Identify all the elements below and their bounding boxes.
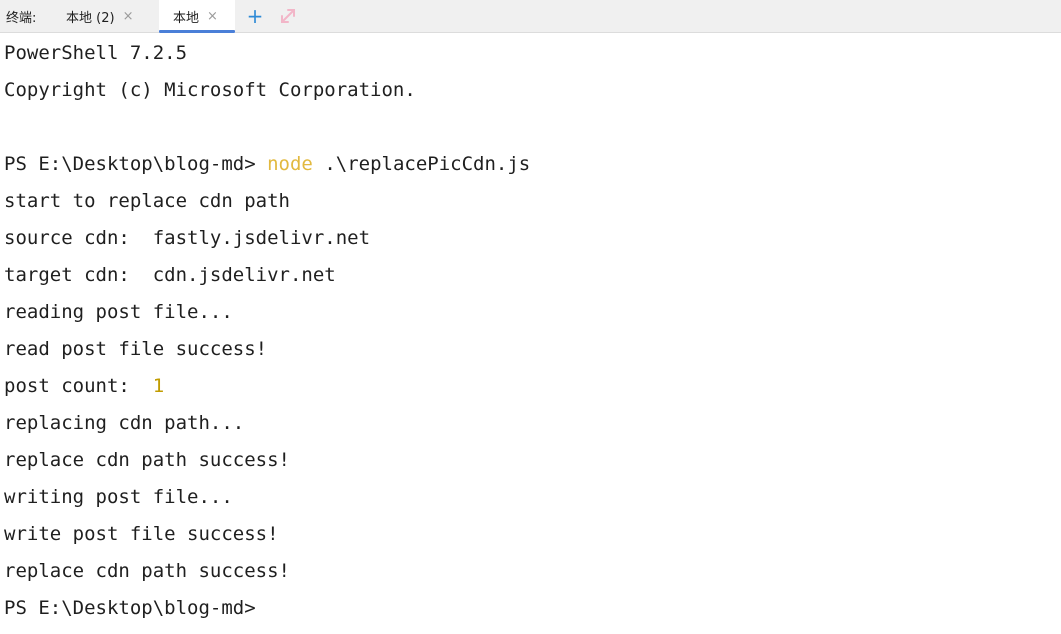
terminal-line: post count: 1 bbox=[4, 373, 1054, 410]
tab-local-2[interactable]: 本地 (2) × bbox=[60, 0, 156, 33]
prompt: PS E:\Desktop\blog-md> bbox=[4, 153, 268, 175]
terminal-line: start to replace cdn path bbox=[4, 190, 290, 212]
terminal-line: replace cdn path success! bbox=[4, 560, 290, 582]
tab-local[interactable]: 本地 × bbox=[159, 0, 235, 33]
terminal-tab-bar: 终端: 本地 (2) × 本地 × + bbox=[0, 0, 1061, 33]
post-count-value: 1 bbox=[152, 375, 165, 397]
terminal-line: read post file success! bbox=[4, 338, 268, 360]
tab-label: 本地 (2) bbox=[66, 11, 115, 26]
terminal-command-line: PS E:\Desktop\blog-md> node .\replacePic… bbox=[4, 151, 1054, 188]
terminal-line bbox=[4, 114, 1054, 151]
terminal-line: reading post file... bbox=[4, 301, 233, 323]
terminal-line: write post file success! bbox=[4, 523, 279, 545]
terminal-label: 终端: bbox=[6, 11, 37, 26]
split-view-icon[interactable] bbox=[278, 6, 298, 26]
terminal-prompt-line[interactable]: PS E:\Desktop\blog-md> bbox=[4, 597, 256, 619]
terminal-line: target cdn: cdn.jsdelivr.net bbox=[4, 264, 336, 286]
terminal-line: writing post file... bbox=[4, 486, 233, 508]
terminal-output[interactable]: PowerShell 7.2.5 Copyright (c) Microsoft… bbox=[4, 40, 1054, 632]
tab-label: 本地 bbox=[173, 11, 200, 26]
command-keyword: node bbox=[267, 153, 313, 175]
terminal-line: source cdn: fastly.jsdelivr.net bbox=[4, 227, 371, 249]
post-count-label: post count: bbox=[4, 375, 153, 397]
close-icon[interactable]: × bbox=[122, 9, 134, 24]
close-icon[interactable]: × bbox=[207, 9, 218, 24]
command-args: .\replacePicCdn.js bbox=[312, 153, 531, 175]
terminal-line: Copyright (c) Microsoft Corporation. bbox=[4, 79, 416, 101]
add-tab-icon[interactable]: + bbox=[246, 4, 264, 28]
terminal-line: replacing cdn path... bbox=[4, 412, 245, 434]
terminal-line: PowerShell 7.2.5 bbox=[4, 42, 188, 64]
terminal-line: replace cdn path success! bbox=[4, 449, 290, 471]
